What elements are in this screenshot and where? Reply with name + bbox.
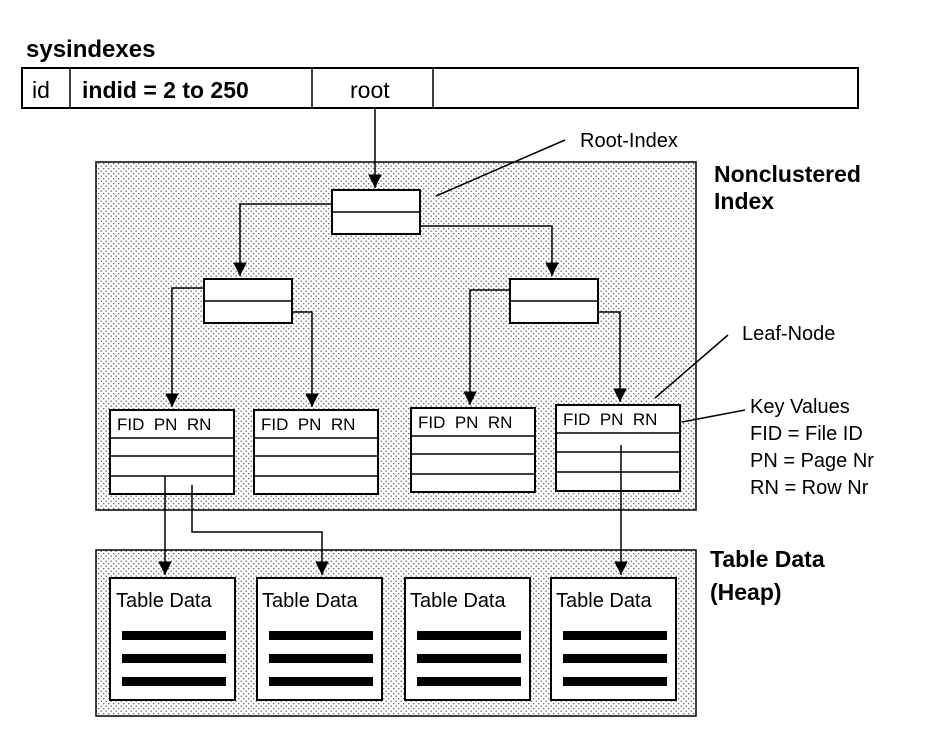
table-data-heap-label-2: (Heap) bbox=[710, 579, 782, 605]
sysindexes-cell-id: id bbox=[32, 77, 50, 103]
leaf-node-3-header: FID PN RN bbox=[418, 413, 512, 432]
table-data-page-2-label: Table Data bbox=[262, 590, 358, 612]
intermediate-node-right bbox=[509, 278, 599, 324]
table-data-heap-label-1: Table Data bbox=[710, 546, 825, 572]
leaf-node-label: Leaf-Node bbox=[742, 323, 835, 345]
nonclustered-index-label-2: Index bbox=[714, 188, 774, 214]
leaf-node-3: FID PN RN bbox=[410, 407, 536, 493]
fid-definition: FID = File ID bbox=[750, 423, 863, 445]
pn-definition: PN = Page Nr bbox=[750, 450, 874, 472]
root-to-right-arrow bbox=[420, 225, 559, 276]
sysindexes-cell-indid: indid = 2 to 250 bbox=[82, 77, 249, 103]
key-values-label-line bbox=[681, 409, 746, 423]
table-data-page-3: Table Data bbox=[404, 577, 531, 701]
nonclustered-index-label-1: Nonclustered bbox=[714, 161, 861, 187]
leaf-node-label-line bbox=[654, 334, 729, 399]
leaf-1-to-table-data-2-arrow bbox=[191, 485, 329, 575]
table-data-page-1: Table Data bbox=[109, 577, 236, 701]
leaf-node-2: FID PN RN bbox=[253, 409, 379, 495]
leaf-node-4-header: FID PN RN bbox=[563, 410, 657, 429]
leaf-node-1: FID PN RN bbox=[109, 409, 235, 495]
root-index-label-line bbox=[435, 139, 566, 197]
root-index-node bbox=[331, 189, 421, 235]
table-data-page-3-label: Table Data bbox=[410, 590, 506, 612]
right-node-to-leaf-3-arrow bbox=[463, 289, 510, 405]
root-index-label: Root-Index bbox=[580, 130, 678, 152]
leaf-node-2-header: FID PN RN bbox=[261, 415, 355, 434]
sysindexes-cell-root: root bbox=[350, 77, 390, 103]
leaf-node-4: FID PN RN bbox=[555, 404, 681, 492]
key-values-label: Key Values bbox=[750, 396, 850, 418]
leaf-node-1-header: FID PN RN bbox=[117, 415, 211, 434]
left-node-to-leaf-1-arrow bbox=[165, 287, 204, 407]
sysindexes-row: id indid = 2 to 250 root bbox=[21, 67, 859, 109]
right-node-to-leaf-4-arrow bbox=[598, 311, 627, 402]
intermediate-node-left bbox=[203, 278, 293, 324]
left-node-to-leaf-2-arrow bbox=[292, 311, 319, 407]
root-to-left-arrow bbox=[233, 203, 332, 276]
table-data-page-2: Table Data bbox=[256, 577, 383, 701]
table-data-page-4: Table Data bbox=[550, 577, 677, 701]
sysindexes-title: sysindexes bbox=[26, 36, 155, 63]
rn-definition: RN = Row Nr bbox=[750, 477, 869, 499]
table-data-page-1-label: Table Data bbox=[116, 590, 212, 612]
table-data-page-4-label: Table Data bbox=[556, 590, 652, 612]
